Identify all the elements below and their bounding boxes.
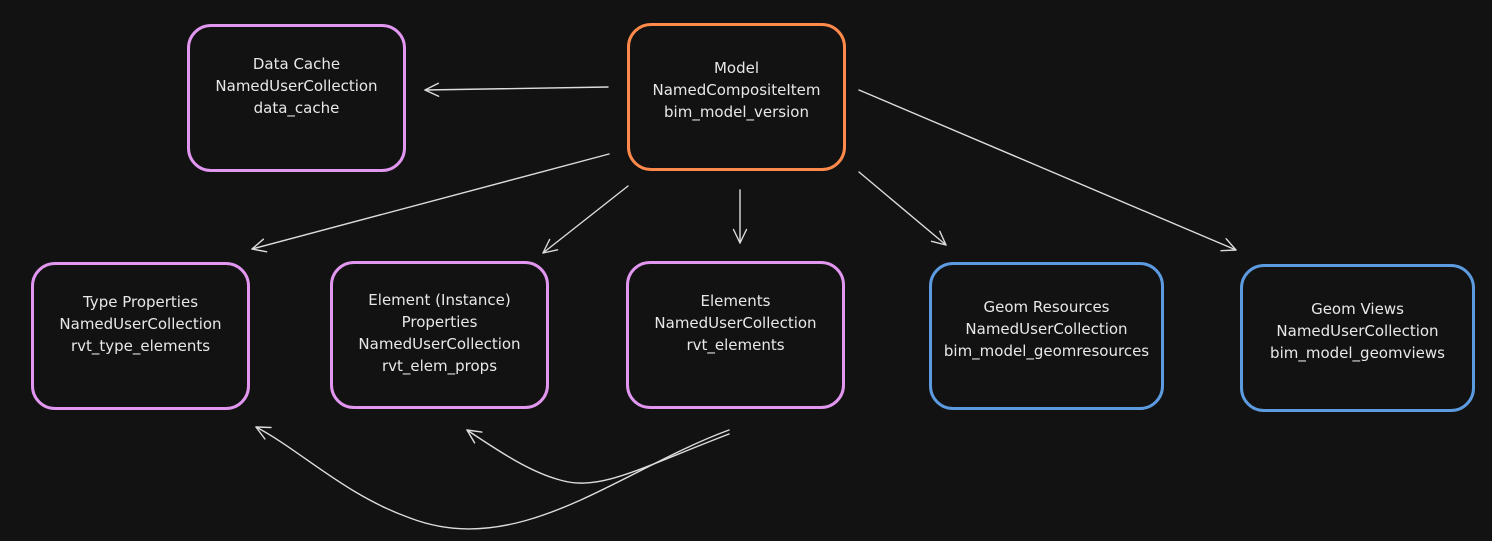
node-line: NamedUserCollection — [358, 335, 521, 353]
edge-line — [251, 153, 610, 250]
node-line: bim_model_geomviews — [1270, 344, 1445, 362]
edge-model-to-element_properties — [542, 185, 629, 254]
node-line: NamedUserCollection — [59, 315, 222, 333]
edge-line — [255, 426, 730, 530]
node-line: Element (Instance) — [368, 291, 511, 309]
node-line: Model — [713, 59, 760, 77]
node-line: Type Properties — [82, 293, 199, 311]
node-line: rvt_type_elements — [70, 337, 211, 355]
node-type-properties[interactable]: Type Properties NamedUserCollection rvt_… — [31, 262, 250, 410]
node-line: Geom Views — [1311, 300, 1404, 318]
node-line: rvt_elem_props — [381, 357, 498, 375]
node-line: NamedUserCollection — [965, 320, 1128, 338]
node-line: Geom Resources — [983, 298, 1110, 316]
arrowhead — [732, 228, 748, 244]
arrowhead — [424, 82, 440, 97]
node-line: rvt_elements — [686, 336, 785, 354]
edge-model-to-geom_resources — [858, 171, 947, 246]
edge-line — [424, 86, 609, 91]
edge-model-to-type_properties — [251, 153, 610, 253]
node-model[interactable]: Model NamedCompositeItem bim_model_versi… — [627, 23, 846, 171]
node-line: NamedUserCollection — [215, 77, 378, 95]
node-elements[interactable]: Elements NamedUserCollection rvt_element… — [626, 261, 845, 409]
arrowhead — [466, 429, 483, 444]
arrowhead — [1220, 238, 1237, 252]
node-line: data_cache — [253, 99, 340, 117]
edge-line — [466, 429, 730, 484]
node-line: Elements — [700, 292, 771, 310]
node-line: NamedUserCollection — [1276, 322, 1439, 340]
node-line: bim_model_geomresources — [943, 342, 1150, 360]
edge-model-to-data_cache — [424, 82, 609, 97]
arrowhead — [930, 230, 947, 246]
node-geom-resources[interactable]: Geom Resources NamedUserCollection bim_m… — [929, 262, 1164, 410]
edge-line — [542, 185, 629, 254]
edge-model-to-elements — [732, 189, 748, 244]
edge-line — [858, 89, 1237, 251]
node-line: Properties — [401, 313, 478, 331]
node-line: Data Cache — [252, 55, 341, 73]
node-line: bim_model_version — [664, 103, 809, 121]
arrowhead — [542, 238, 559, 254]
edge-elements-to-element_properties — [466, 429, 730, 484]
node-geom-views[interactable]: Geom Views NamedUserCollection bim_model… — [1240, 264, 1475, 412]
arrowhead — [255, 426, 272, 440]
edge-line — [858, 171, 947, 246]
node-line: NamedUserCollection — [654, 314, 817, 332]
node-data-cache[interactable]: Data Cache NamedUserCollection data_cach… — [187, 24, 406, 172]
edge-elements-to-type_properties — [255, 426, 730, 530]
node-element-properties[interactable]: Element (Instance) Properties NamedUserC… — [330, 261, 549, 409]
edge-model-to-geom_views — [858, 89, 1237, 252]
arrowhead — [251, 238, 268, 253]
node-line: NamedCompositeItem — [652, 81, 821, 99]
